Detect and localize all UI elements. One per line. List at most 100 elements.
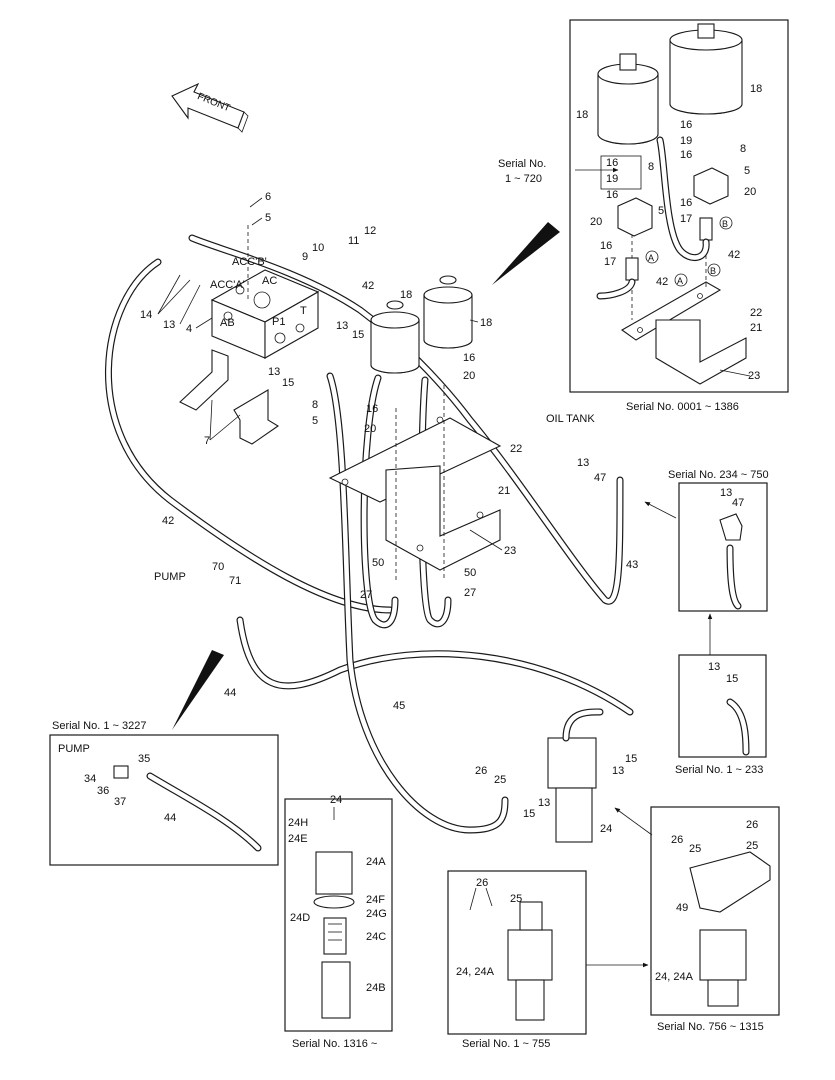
detail-box-serial-1-3227 [49, 734, 279, 866]
callout: 42 [728, 249, 740, 261]
callout: 47 [594, 472, 606, 484]
detail-box-serial-1-720 [600, 155, 642, 190]
detail-hose-15 [726, 698, 750, 756]
callout: 15 [625, 753, 637, 765]
callout: 24G [366, 908, 387, 920]
detail-box-serial-1-233 [678, 654, 767, 758]
marker-a: A [648, 253, 654, 263]
callout: 11 [348, 235, 359, 247]
marker-b2: B [710, 266, 716, 276]
marker-b: B [722, 219, 728, 229]
serial-1-233: Serial No. 1 ~ 233 [675, 764, 763, 776]
port-label-t: T [300, 305, 307, 317]
pump-detail-hose-44 [113, 765, 262, 852]
callout: 16 [600, 240, 612, 252]
callout: 15 [726, 673, 738, 685]
callout: 5 [312, 415, 318, 427]
callout: 24C [366, 931, 386, 943]
callout: 24B [366, 982, 386, 994]
callout: 42 [656, 276, 668, 288]
callout: 24 [330, 794, 342, 806]
callout: 21 [498, 485, 510, 497]
callout: 16 [606, 157, 618, 169]
callout: 19 [606, 173, 618, 185]
callout: 13 [577, 457, 589, 469]
callout: 16 [366, 403, 378, 415]
detail-box-serial-0001-1386 [569, 19, 789, 393]
callout: 43 [626, 559, 638, 571]
callout: 27 [464, 587, 476, 599]
callout: 23 [504, 545, 516, 557]
detail-hose-47 [719, 513, 743, 610]
pump-label-detail: PUMP [58, 743, 90, 755]
serial-0001-1386: Serial No. 0001 ~ 1386 [626, 401, 739, 413]
callout: 35 [138, 753, 150, 765]
callout: 18 [750, 83, 762, 95]
detail-box-serial-1316 [284, 798, 393, 1032]
pointer-wedge-upper [492, 222, 560, 285]
callout: 50 [372, 557, 384, 569]
callout: 71 [229, 575, 241, 587]
callout: 23 [748, 370, 760, 382]
callout: 6 [265, 191, 271, 203]
callout: 20 [364, 423, 376, 435]
callout: 16 [680, 149, 692, 161]
callout: 15 [352, 329, 364, 341]
filter-24-detail-1-755 [507, 901, 553, 1021]
serial-756-1315: Serial No. 756 ~ 1315 [657, 1021, 764, 1033]
callout: 18 [400, 289, 412, 301]
port-label-ab: AB [220, 317, 235, 329]
callout: 13 [163, 319, 175, 331]
callout: 16 [680, 119, 692, 131]
accumulator-18-right [423, 275, 473, 349]
callout: 13 [708, 661, 720, 673]
callout: 27 [360, 589, 372, 601]
callout: 7 [204, 435, 210, 447]
serial-labels: Serial No. 1 ~ 720 Serial No. 0001 ~ 138… [52, 158, 769, 1050]
callout: 5 [744, 165, 750, 177]
callout: 16 [463, 352, 475, 364]
detail-fitting-blocks [596, 136, 729, 300]
callout: 70 [212, 561, 224, 573]
serial-234-750: Serial No. 234 ~ 750 [668, 469, 769, 481]
callout: 26 [475, 765, 487, 777]
callout: 24, 24A [655, 971, 694, 983]
callout: 36 [97, 785, 109, 797]
accumulator-18-left [370, 300, 420, 374]
callout: 22 [510, 443, 522, 455]
callout: 9 [302, 251, 308, 263]
callout: 13 [336, 320, 348, 332]
callout: 26 [671, 834, 683, 846]
callout: 12 [364, 225, 376, 237]
callout: 13 [538, 797, 550, 809]
pump-label-main: PUMP [154, 571, 186, 583]
callout: 14 [140, 309, 152, 321]
port-label-ac: AC [262, 275, 277, 287]
callout: 25 [494, 774, 506, 786]
callout: 4 [186, 323, 192, 335]
callout: 8 [740, 143, 746, 155]
detail-accumulator-left [597, 53, 659, 145]
callout: 5 [265, 212, 271, 224]
callout: 16 [680, 197, 692, 209]
callout: 47 [732, 497, 744, 509]
detail-bracket-23 [620, 220, 747, 385]
filter-24-detail-1316 [313, 851, 355, 1019]
callout: 42 [162, 515, 174, 527]
port-label-acc-b: ACC'B' [232, 256, 267, 268]
callout: 42 [362, 280, 374, 292]
callout: 17 [680, 213, 692, 225]
callout: 24A [366, 856, 386, 868]
serial-1-720-line2: 1 ~ 720 [505, 173, 542, 185]
callout: 37 [114, 796, 126, 808]
callout: 25 [510, 893, 522, 905]
callout: 15 [523, 808, 535, 820]
callout: 18 [480, 317, 492, 329]
port-label-acc-a: ACC'A' [210, 279, 245, 291]
callout: 25 [746, 840, 758, 852]
callout: 24H [288, 817, 308, 829]
callout: 19 [680, 135, 692, 147]
callout: 20 [463, 370, 475, 382]
detail-box-serial-1-755 [447, 870, 587, 1035]
